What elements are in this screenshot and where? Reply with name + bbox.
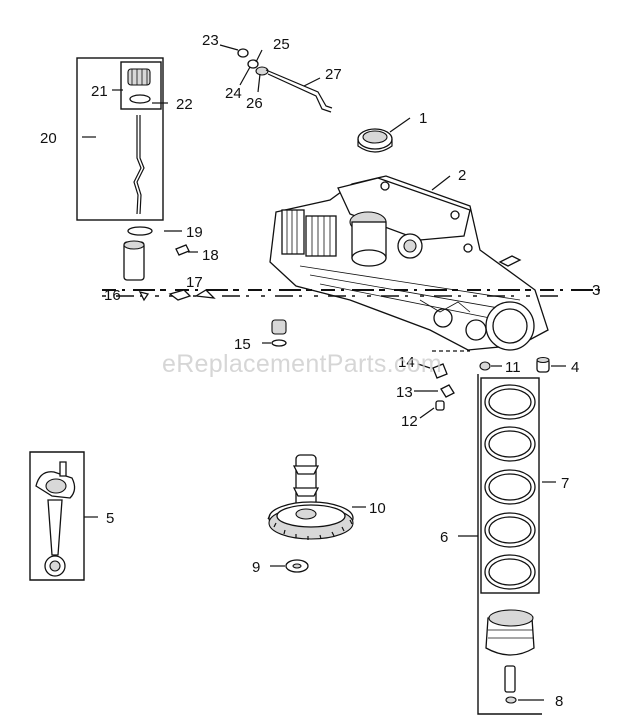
grommet-15[interactable] [271, 319, 287, 347]
breather-tube-assembly[interactable] [237, 48, 333, 113]
callout-26[interactable]: 26 [246, 95, 263, 112]
callout-17[interactable]: 17 [186, 274, 203, 291]
dipstick-group-frame [76, 57, 164, 221]
dipstick-tube[interactable] [123, 226, 198, 281]
callout-16[interactable]: 16 [104, 287, 121, 304]
callout-11[interactable]: 11 [505, 359, 521, 376]
callout-18[interactable]: 18 [202, 247, 219, 264]
watermark: eReplacementParts.com [162, 350, 442, 378]
callout-15[interactable]: 15 [234, 336, 251, 353]
callout-27[interactable]: 27 [325, 66, 342, 83]
callout-21[interactable]: 21 [91, 83, 108, 100]
dipstick-cap-frame [120, 61, 162, 110]
callout-10[interactable]: 10 [369, 500, 386, 517]
callout-8[interactable]: 8 [555, 693, 563, 710]
callout-3[interactable]: 3 [592, 282, 600, 299]
callout-1[interactable]: 1 [419, 110, 427, 127]
callout-6[interactable]: 6 [440, 529, 448, 546]
fitting-4[interactable] [536, 356, 550, 373]
thrust-washer-9[interactable] [285, 559, 309, 573]
callout-20[interactable]: 20 [40, 130, 57, 147]
callout-24[interactable]: 24 [225, 85, 242, 102]
callout-12[interactable]: 12 [401, 413, 418, 430]
callout-25[interactable]: 25 [273, 36, 290, 53]
callout-7[interactable]: 7 [561, 475, 569, 492]
piston-assembly[interactable] [477, 374, 542, 715]
callout-23[interactable]: 23 [202, 32, 219, 49]
connecting-rod[interactable] [29, 451, 85, 581]
camshaft[interactable] [267, 454, 354, 540]
callout-14[interactable]: 14 [398, 354, 415, 371]
callout-9[interactable]: 9 [252, 559, 260, 576]
sensor-parts[interactable] [432, 363, 455, 411]
callout-2[interactable]: 2 [458, 167, 466, 184]
callout-4[interactable]: 4 [571, 359, 579, 376]
dipstick-assembly[interactable] [76, 57, 164, 221]
scan-band [102, 289, 600, 302]
plug-11[interactable] [479, 361, 491, 371]
callout-19[interactable]: 19 [186, 224, 203, 241]
callout-5[interactable]: 5 [106, 510, 114, 527]
callout-13[interactable]: 13 [396, 384, 413, 401]
callout-22[interactable]: 22 [176, 96, 193, 113]
crankcase[interactable] [269, 175, 549, 351]
oil-seal-1[interactable] [357, 128, 393, 153]
